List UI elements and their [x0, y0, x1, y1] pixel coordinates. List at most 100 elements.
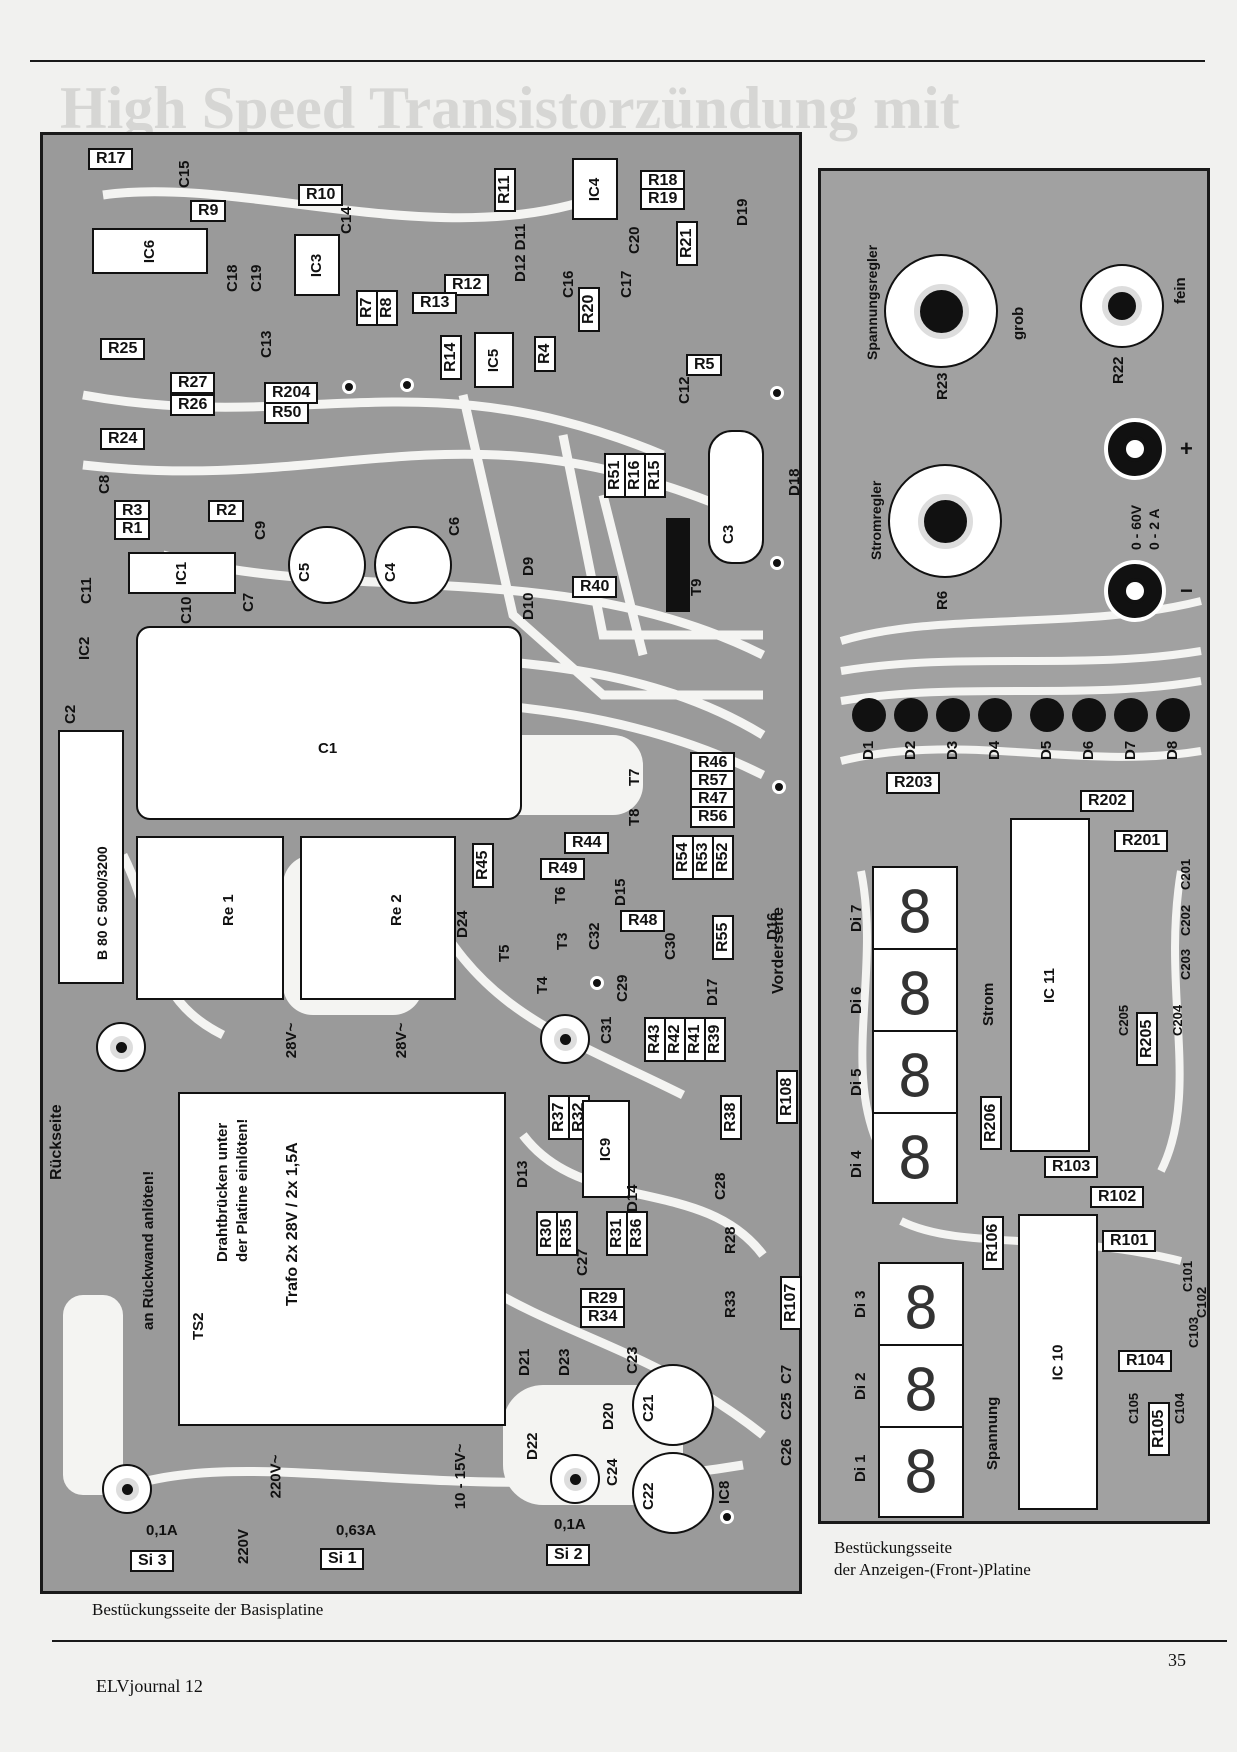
capacitor-c26-label: C26 [778, 1438, 795, 1466]
led-d6 [1072, 698, 1106, 732]
relay-re1 [136, 836, 284, 1000]
pot-r23-label: R23 [934, 372, 951, 400]
diode-d17-label: D17 [704, 978, 721, 1006]
resistor-r19: R19 [640, 188, 686, 210]
capacitor-c13-label: C13 [258, 330, 275, 358]
transistor-t9-label: T9 [688, 578, 705, 596]
resistor-r40: R40 [572, 576, 618, 598]
pot-fine-sub: fein [1172, 277, 1189, 304]
pot-r6-label: R6 [934, 590, 951, 610]
ic1: IC1 [128, 552, 236, 594]
resistor-r12: R12 [444, 274, 490, 296]
display-di6: 8 [872, 948, 958, 1040]
capacitor-c23-label: C23 [624, 1346, 641, 1374]
resistor-r55: R55 [712, 914, 734, 960]
fuse-si1-rating: 0,63A [336, 1522, 377, 1539]
pot-r6-current[interactable] [888, 464, 1002, 578]
solder-note: an Rückwand anlöten! [140, 1170, 157, 1330]
diode-d13-label: D13 [514, 1160, 531, 1188]
ic1-label: IC1 [173, 561, 191, 585]
capacitor-c28-label: C28 [712, 1172, 729, 1200]
fuse-si2-rating: 0,1A [554, 1516, 586, 1533]
front-board-caption-2: der Anzeigen-(Front-)Platine [834, 1560, 1031, 1579]
relay-re2-label: Re 2 [388, 894, 405, 926]
ic2-label: IC2 [76, 636, 93, 660]
resistor-r25: R25 [100, 338, 146, 360]
ic10: IC 10 [1018, 1214, 1098, 1510]
capacitor-c205-label: C205 [1116, 1004, 1131, 1036]
resistor-r39: R39 [704, 1016, 726, 1062]
screw [102, 1464, 152, 1514]
capacitor-c15-label: C15 [176, 160, 193, 188]
diode-d9-label: D9 [520, 556, 537, 576]
capacitor-c4-label: C4 [382, 562, 399, 582]
resistor-r20: R20 [578, 286, 600, 332]
capacitor-c27-label: C27 [574, 1248, 591, 1276]
resistor-r103: R103 [1044, 1156, 1099, 1178]
capacitor-c16-label: C16 [560, 270, 577, 298]
resistor-r54: R54 [672, 834, 694, 880]
resistor-r3: R3 [114, 500, 151, 522]
ic4: IC4 [572, 158, 618, 220]
capacitor-c20-label: C20 [626, 226, 643, 254]
capacitor-c25-label: C25 [778, 1392, 795, 1420]
side-label-back: Rückseite [48, 1104, 65, 1180]
pad [770, 386, 784, 400]
led-d5 [1030, 698, 1064, 732]
digit-glyph: 8 [897, 960, 933, 1028]
diode-d14-label: D14 [624, 1184, 641, 1212]
pad [772, 780, 786, 794]
pot-current-label: Stromregler [868, 480, 884, 560]
led-d3-label: D3 [944, 740, 961, 760]
resistor-r41: R41 [684, 1016, 706, 1062]
ic6-label: IC6 [141, 239, 159, 263]
led-d6-label: D6 [1080, 740, 1097, 760]
resistor-r56: R56 [690, 806, 736, 828]
capacitor-c10-label: C10 [178, 596, 195, 624]
bridge-note-1: Drahtbrücken unter [214, 1122, 231, 1262]
resistor-r201: R201 [1114, 830, 1169, 852]
screw [550, 1454, 600, 1504]
base-board-caption: Bestückungsseite der Basisplatine [92, 1600, 324, 1619]
pot-r22-fine-voltage[interactable] [1080, 264, 1164, 348]
capacitor-c31-label: C31 [598, 1016, 615, 1044]
capacitor-c22 [632, 1452, 714, 1534]
capacitor-c21-label: C21 [640, 1394, 657, 1422]
spannung-label: Spannung [984, 1396, 1001, 1470]
led-d8 [1156, 698, 1190, 732]
fuse-si1: Si 1 [320, 1548, 365, 1570]
output-jack-minus[interactable] [1104, 560, 1166, 622]
digit-glyph: 8 [903, 1274, 939, 1342]
resistor-r16: R16 [624, 452, 646, 498]
pot-r23-coarse-voltage[interactable] [884, 254, 998, 368]
capacitor-c101-label: C101 [1180, 1260, 1195, 1292]
display-di7-label: Di 7 [848, 904, 865, 932]
led-d7 [1114, 698, 1148, 732]
output-jack-plus[interactable] [1104, 418, 1166, 480]
capacitor-c24-label: C24 [604, 1458, 621, 1486]
resistor-r38: R38 [720, 1094, 742, 1140]
output-plus: + [1180, 436, 1193, 461]
resistor-r43: R43 [644, 1016, 666, 1062]
capacitor-c3 [708, 430, 764, 564]
resistor-r108: R108 [776, 1069, 798, 1124]
capacitor-c104-label: C104 [1172, 1392, 1187, 1424]
digit-glyph: 8 [897, 1042, 933, 1110]
capacitor-c17-label: C17 [618, 270, 635, 298]
resistor-r203: R203 [886, 772, 941, 794]
capacitor-c7-label: C7 [240, 592, 257, 612]
resistor-r8: R8 [376, 289, 398, 326]
resistor-r202: R202 [1080, 790, 1135, 812]
resistor-r27: R27 [170, 372, 216, 394]
led-d2 [894, 698, 928, 732]
bridge-note-2: der Platine einlöten! [234, 1118, 251, 1262]
rectifier [58, 730, 124, 984]
capacitor-c8-label: C8 [96, 474, 113, 494]
resistor-r11: R11 [494, 167, 516, 212]
resistor-r50: R50 [264, 402, 310, 424]
diode-d21-label: D21 [516, 1348, 533, 1376]
capacitor-c9-label: C9 [252, 520, 269, 540]
resistor-r15: R15 [644, 452, 666, 498]
resistor-r53: R53 [692, 834, 714, 880]
resistor-r36: R36 [626, 1210, 648, 1256]
